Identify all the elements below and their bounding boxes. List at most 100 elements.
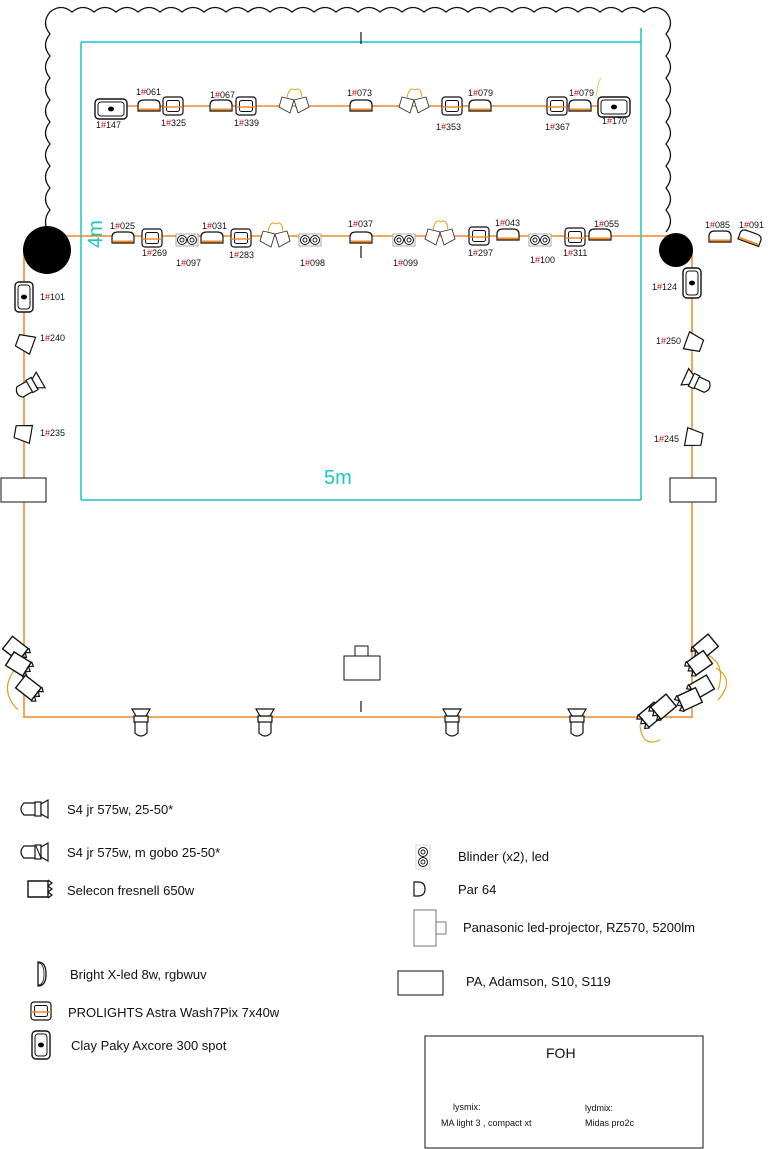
fresnel-cluster-left [1, 635, 44, 711]
channel-label: 1#079 [569, 88, 594, 98]
fixture-fresnel: 1#240 [14, 333, 65, 356]
legend-axcore: Clay Paky Axcore 300 spot [71, 1038, 227, 1053]
foh-sound-desk: Midas pro2c [585, 1118, 635, 1128]
channel-label: 1#061 [136, 87, 161, 97]
channel-label: 1#025 [110, 221, 135, 231]
fixture-wash: 1#339 [234, 96, 259, 128]
foh-light-label: lysmix: [453, 1102, 481, 1112]
fixture-wash: 1#283 [229, 228, 254, 260]
channel-label: 1#067 [210, 90, 235, 100]
channel-label: 1#235 [40, 428, 65, 438]
fixture-wash: 1#353 [436, 96, 463, 132]
gobo-fixture-pair [424, 220, 456, 246]
s4-jr-gobo-legend-icon [20, 841, 49, 863]
fresnel-legend-icon [27, 879, 53, 899]
channel-label: 1#297 [468, 248, 493, 258]
legend-pa: PA, Adamson, S10, S119 [466, 974, 611, 989]
stage-curtain [44, 6, 672, 237]
fixture-xled: 1#079 [568, 88, 594, 112]
channel-label: 1#240 [40, 333, 65, 343]
fixture-fresnel: 1#245 [654, 426, 704, 447]
fresnel-cluster-right [636, 633, 728, 743]
pa-legend-icon [397, 970, 444, 996]
channel-label: 1#170 [602, 116, 627, 126]
fixture-fresnel: 1#235 [13, 424, 65, 445]
fixture-s4-jr-front [130, 708, 152, 737]
fixture-xled: 1#091 [737, 220, 764, 248]
wash-legend-icon [30, 1001, 52, 1021]
fixture-xled: 1#025 [110, 221, 135, 244]
channel-label: 1#147 [96, 120, 121, 130]
legend-wash: PROLIGHTS Astra Wash7Pix 7x40w [68, 1005, 280, 1020]
gobo-fixture-pair [398, 88, 430, 114]
channel-label: 1#101 [40, 292, 65, 302]
channel-label: 1#250 [656, 336, 681, 346]
fixture-axcore: 1#101 [14, 281, 65, 313]
channel-label: 1#031 [202, 221, 227, 231]
legend: S4 jr 575w, 25-50*S4 jr 575w, m gobo 25-… [20, 798, 695, 1060]
gobo-fixture-pair [259, 222, 291, 248]
fixture-xled: 1#073 [347, 88, 373, 112]
fixture-axcore: 1#147 [94, 98, 128, 130]
legend-s4-jr: S4 jr 575w, 25-50* [67, 802, 173, 817]
channel-label: 1#367 [545, 122, 570, 132]
channel-label: 1#099 [393, 258, 418, 268]
right-pillar [659, 233, 693, 267]
truss [23, 105, 693, 718]
fixture-blinder: 1#099 [392, 233, 418, 268]
axcore-legend-icon [31, 1030, 51, 1060]
channel-label: 1#124 [652, 282, 677, 292]
fixtures-layer: 1#147 1#061 1#325 1#067 1#339 1#073 1#353 1#079… [1, 77, 764, 743]
channel-label: 1#055 [594, 219, 619, 229]
fixture-s4-jr-front [441, 708, 463, 737]
fixture-blinder: 1#098 [298, 233, 325, 268]
channel-label: 1#311 [563, 248, 587, 258]
channel-label: 1#245 [654, 434, 679, 444]
fixture-s4-jr-front [254, 708, 276, 737]
foh-box: FOH lysmix: MA light 3 , compact xt lydm… [424, 1035, 704, 1149]
fixture-axcore: 1#124 [652, 267, 702, 299]
fixture-xled: 1#037 [348, 219, 373, 244]
channel-label: 1#079 [468, 88, 493, 98]
fixture-xled: 1#079 [468, 88, 493, 112]
foh-title: FOH [546, 1045, 576, 1061]
channel-label: 1#043 [495, 218, 520, 228]
s4-jr-legend-icon [20, 798, 49, 820]
left-pillar [23, 226, 71, 274]
legend-blinder: Blinder (x2), led [458, 849, 549, 864]
fixture-xled: 1#085 [705, 220, 732, 243]
foh-sound-label: lydmix: [585, 1103, 613, 1113]
channel-label: 1#098 [300, 258, 325, 268]
channel-label: 1#037 [348, 219, 373, 229]
channel-label: 1#097 [176, 258, 201, 268]
channel-label: 1#283 [229, 250, 254, 260]
legend-xled: Bright X-led 8w, rgbwuv [70, 967, 207, 982]
fixture-xled: 1#061 [136, 87, 161, 112]
stage-width-label: 5m [324, 467, 352, 489]
stage-depth-label: 4m [85, 220, 107, 248]
projector-symbol [343, 645, 381, 681]
channel-label: 1#091 [739, 220, 764, 230]
legend-projector: Panasonic led-projector, RZ570, 5200lm [463, 920, 695, 935]
fixture-wash: 1#269 [141, 228, 167, 258]
channel-label: 1#339 [234, 118, 259, 128]
channel-label: 1#073 [347, 88, 372, 98]
pa-speaker-left [0, 477, 47, 503]
pa-speaker-right [669, 477, 717, 503]
stage-area: 4m 5m [80, 28, 642, 501]
legend-par64: Par 64 [458, 882, 496, 897]
fixture-xled: 1#031 [200, 221, 227, 244]
foh-light-desk: MA light 3 , compact xt [441, 1118, 532, 1128]
fixture-xled: 1#055 [588, 219, 619, 241]
channel-label: 1#353 [436, 122, 461, 132]
fixture-blinder: 1#097 [175, 233, 201, 268]
fixture-wash: 1#297 [468, 226, 493, 258]
fixture-s4-jr [680, 367, 711, 394]
fixture-wash: 1#367 [545, 96, 570, 132]
channel-label: 1#325 [161, 118, 186, 128]
fixture-wash: 1#325 [161, 96, 186, 128]
fixture-wash: 1#311 [563, 227, 587, 258]
legend-fresnel: Selecon fresnell 650w [67, 883, 195, 898]
fixture-fresnel: 1#250 [656, 330, 705, 353]
